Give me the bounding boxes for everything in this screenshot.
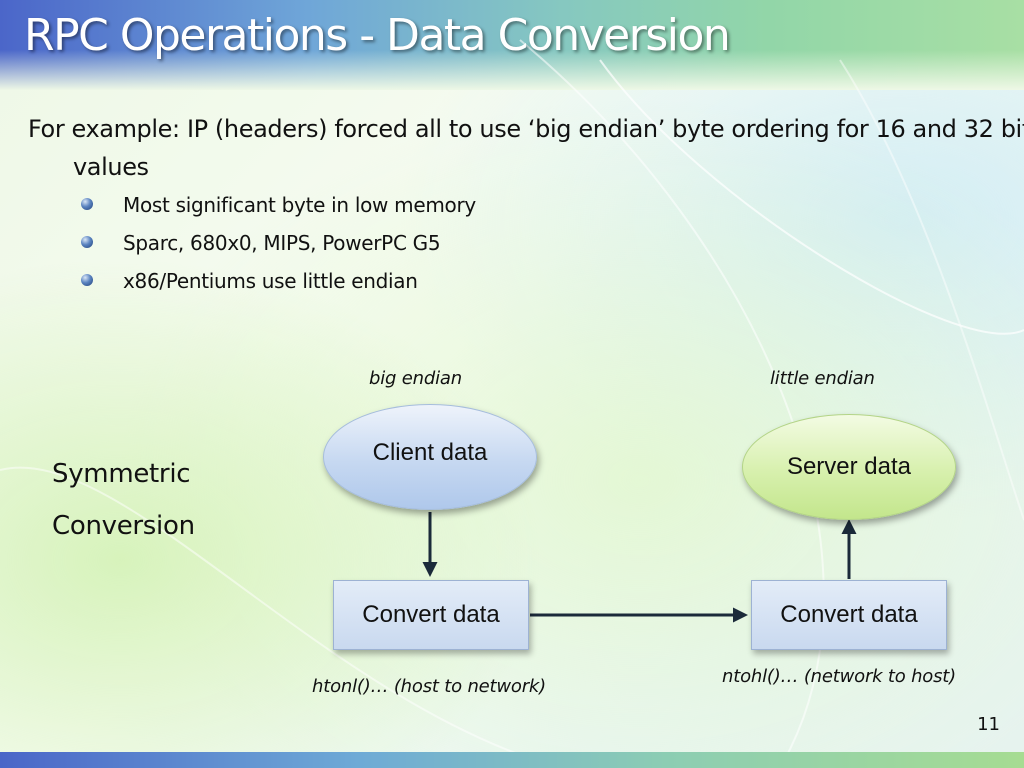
side-label-line: Symmetric <box>52 459 191 489</box>
title-band <box>0 0 1024 90</box>
side-label: Symmetric Conversion <box>52 448 195 552</box>
client-data-node: Client data <box>323 404 537 510</box>
bullet-text: Sparc, 680x0, MIPS, PowerPC G5 <box>123 231 441 255</box>
sphere-bullet-icon <box>81 274 93 286</box>
little-endian-caption: little endian <box>770 368 875 389</box>
ntohl-caption: ntohl()… (network to host) <box>722 666 956 687</box>
bullet-text: Most significant byte in low memory <box>123 193 476 217</box>
convert-data-left: Convert data <box>333 580 529 650</box>
bullet-list: Most significant byte in low memory Spar… <box>78 186 476 300</box>
slide-title: RPC Operations - Data Conversion <box>24 10 731 61</box>
sphere-bullet-icon <box>81 236 93 248</box>
bullet-text: x86/Pentiums use little endian <box>123 269 418 293</box>
big-endian-caption: big endian <box>369 368 462 389</box>
side-label-line: Conversion <box>52 511 195 541</box>
sphere-bullet-icon <box>81 198 93 210</box>
bottom-bar <box>0 752 1024 768</box>
server-data-node: Server data <box>742 414 956 520</box>
htonl-caption: htonl()… (host to network) <box>312 676 546 697</box>
intro-text: For example: IP (headers) forced all to … <box>28 115 1024 181</box>
bullet-item: Sparc, 680x0, MIPS, PowerPC G5 <box>78 224 476 262</box>
bullet-item: Most significant byte in low memory <box>78 186 476 224</box>
bullet-item: x86/Pentiums use little endian <box>78 262 476 300</box>
page-number: 11 <box>977 714 1000 735</box>
convert-data-right: Convert data <box>751 580 947 650</box>
